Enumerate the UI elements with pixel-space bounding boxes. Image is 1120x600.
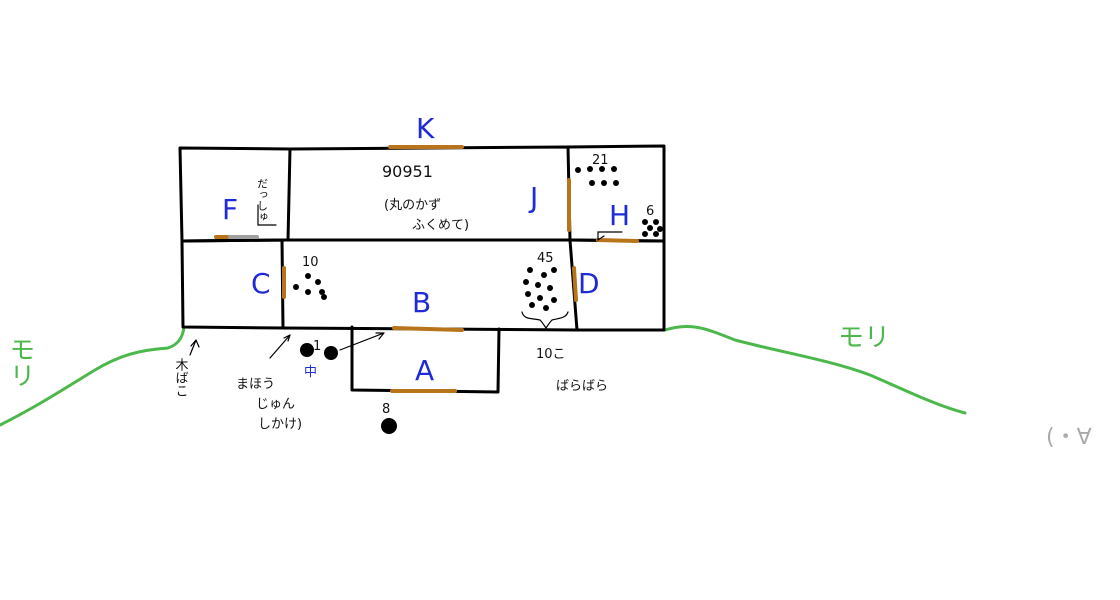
note-room-f-side: だっしゅ — [256, 178, 269, 222]
character-2 — [324, 346, 338, 360]
count-room-k: 90951 — [382, 162, 433, 181]
arrow-to-b-door — [339, 332, 385, 351]
note-puzzle-2: じゅん — [256, 397, 295, 412]
doors — [214, 145, 639, 393]
count-room-h: 6 — [646, 204, 654, 219]
h-door-arrow — [597, 231, 623, 241]
dots-room-j — [575, 166, 619, 186]
brace-room-b — [521, 311, 569, 330]
note-scatter-1: 10こ — [536, 347, 566, 362]
door-h — [596, 238, 639, 243]
count-b-left: 1 — [313, 339, 321, 354]
note-puzzle-3: しかけ) — [258, 417, 302, 432]
note-room-k-1: (丸のかず — [384, 198, 441, 213]
label-forest-right: モリ — [838, 323, 890, 353]
count-room-j: 21 — [592, 153, 609, 168]
label-room-f: F — [222, 193, 238, 226]
label-room-a: A — [415, 354, 434, 387]
dots-room-b — [523, 267, 557, 311]
count-room-c: 10 — [302, 255, 319, 270]
count-room-b: 45 — [537, 251, 554, 266]
note-room-f-bracket — [257, 204, 277, 226]
note-scatter-2: ばらばら — [556, 379, 608, 394]
label-room-b: B — [412, 286, 431, 319]
note-wood-box: 木ばこ — [173, 358, 189, 397]
door-b — [392, 326, 464, 332]
note-middle: 中 — [304, 365, 317, 380]
dots-room-c — [293, 273, 327, 300]
character-1 — [300, 343, 314, 357]
note-room-k-2: ふくめて) — [412, 218, 469, 233]
label-forest-left: モリ — [5, 336, 35, 388]
label-room-h: H — [609, 199, 630, 232]
forest-line-right — [663, 324, 967, 415]
dots-room-h — [642, 219, 663, 237]
label-room-c: C — [251, 267, 271, 300]
arrow-puzzle — [269, 334, 291, 359]
forest-line-left — [0, 325, 186, 427]
note-puzzle-1: まほう — [236, 377, 275, 392]
label-room-k: K — [416, 112, 435, 145]
label-room-d: D — [578, 267, 600, 300]
arrow-wood-box — [189, 339, 200, 356]
count-start: 8 — [382, 402, 390, 417]
label-room-j: J — [528, 181, 538, 214]
player-start — [381, 418, 397, 434]
corner-mark: (・∀ — [1046, 425, 1092, 450]
door-d — [572, 266, 578, 302]
